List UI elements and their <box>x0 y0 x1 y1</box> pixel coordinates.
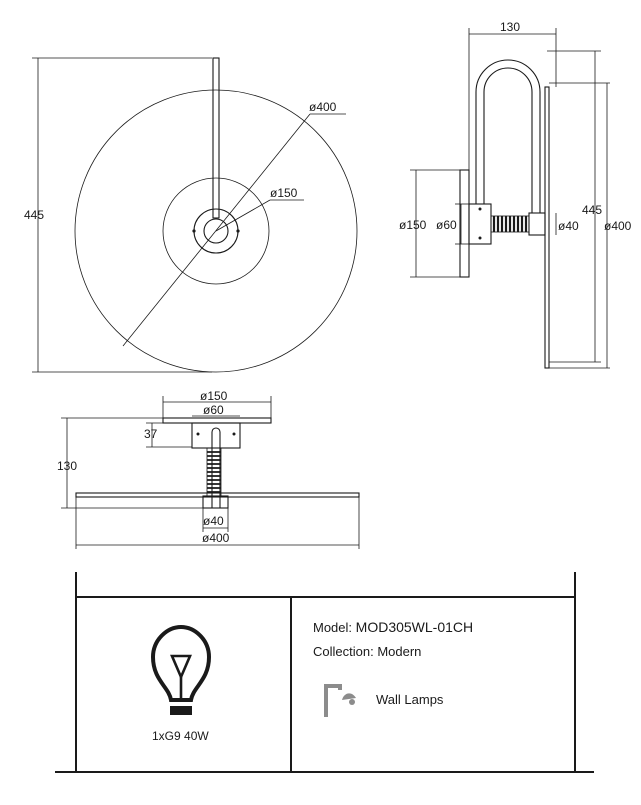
top-wall-plate <box>162 417 272 424</box>
side-shade <box>544 86 550 369</box>
front-shade-diameter-label: ø400 <box>309 100 337 114</box>
model-row: Model: MOD305WL-01CH <box>313 619 473 635</box>
top-holder-label: ø40 <box>203 514 224 528</box>
top-lamp-holder <box>202 495 229 509</box>
top-shade <box>75 492 360 498</box>
side-bent-rod <box>475 59 541 213</box>
front-height-label: 445 <box>24 208 44 222</box>
side-height-label: 445 <box>582 203 602 217</box>
collection-value: Modern <box>377 644 422 659</box>
side-holder-label: ø40 <box>558 219 579 233</box>
top-plate-label: ø150 <box>200 389 228 403</box>
side-plate-label: ø150 <box>399 218 427 232</box>
shade-disc <box>74 89 358 373</box>
side-projection-label: 130 <box>500 20 520 34</box>
model-label: Model: <box>313 620 353 635</box>
side-shade-label: ø400 <box>604 219 632 233</box>
top-depth-label: 37 <box>144 427 158 441</box>
category-label: Wall Lamps <box>376 692 444 707</box>
spec-table <box>55 572 594 773</box>
top-canopy <box>191 422 241 449</box>
shade-diameter-leader <box>122 113 311 347</box>
plate-diameter-leader <box>215 199 271 232</box>
light-bulb-icon <box>150 624 212 715</box>
bulb-spec: 1xG9 40W <box>152 729 209 743</box>
vertical-rod <box>212 57 220 219</box>
front-plate-diameter-label: ø150 <box>270 186 298 200</box>
top-shade-label: ø400 <box>202 531 230 545</box>
collection-row: Collection: Modern <box>313 644 421 659</box>
top-rod <box>211 427 221 508</box>
mounting-plate <box>162 177 270 285</box>
top-view: ø150 ø60 37 130 ø40 ø400 <box>57 389 360 549</box>
side-canopy-label: ø60 <box>436 218 457 232</box>
canopy-inner-ring <box>203 218 229 244</box>
top-projection-label: 130 <box>57 459 77 473</box>
collection-label: Collection: <box>313 644 374 659</box>
front-view: 445 ø400 ø150 <box>24 57 358 373</box>
top-canopy-label: ø60 <box>203 403 224 417</box>
side-view: 130 ø150 ø60 445 ø40 ø400 <box>399 20 632 369</box>
model-value: MOD305WL-01CH <box>355 619 474 635</box>
side-lamp-holder <box>528 212 546 236</box>
wall-lamp-icon <box>324 684 356 717</box>
